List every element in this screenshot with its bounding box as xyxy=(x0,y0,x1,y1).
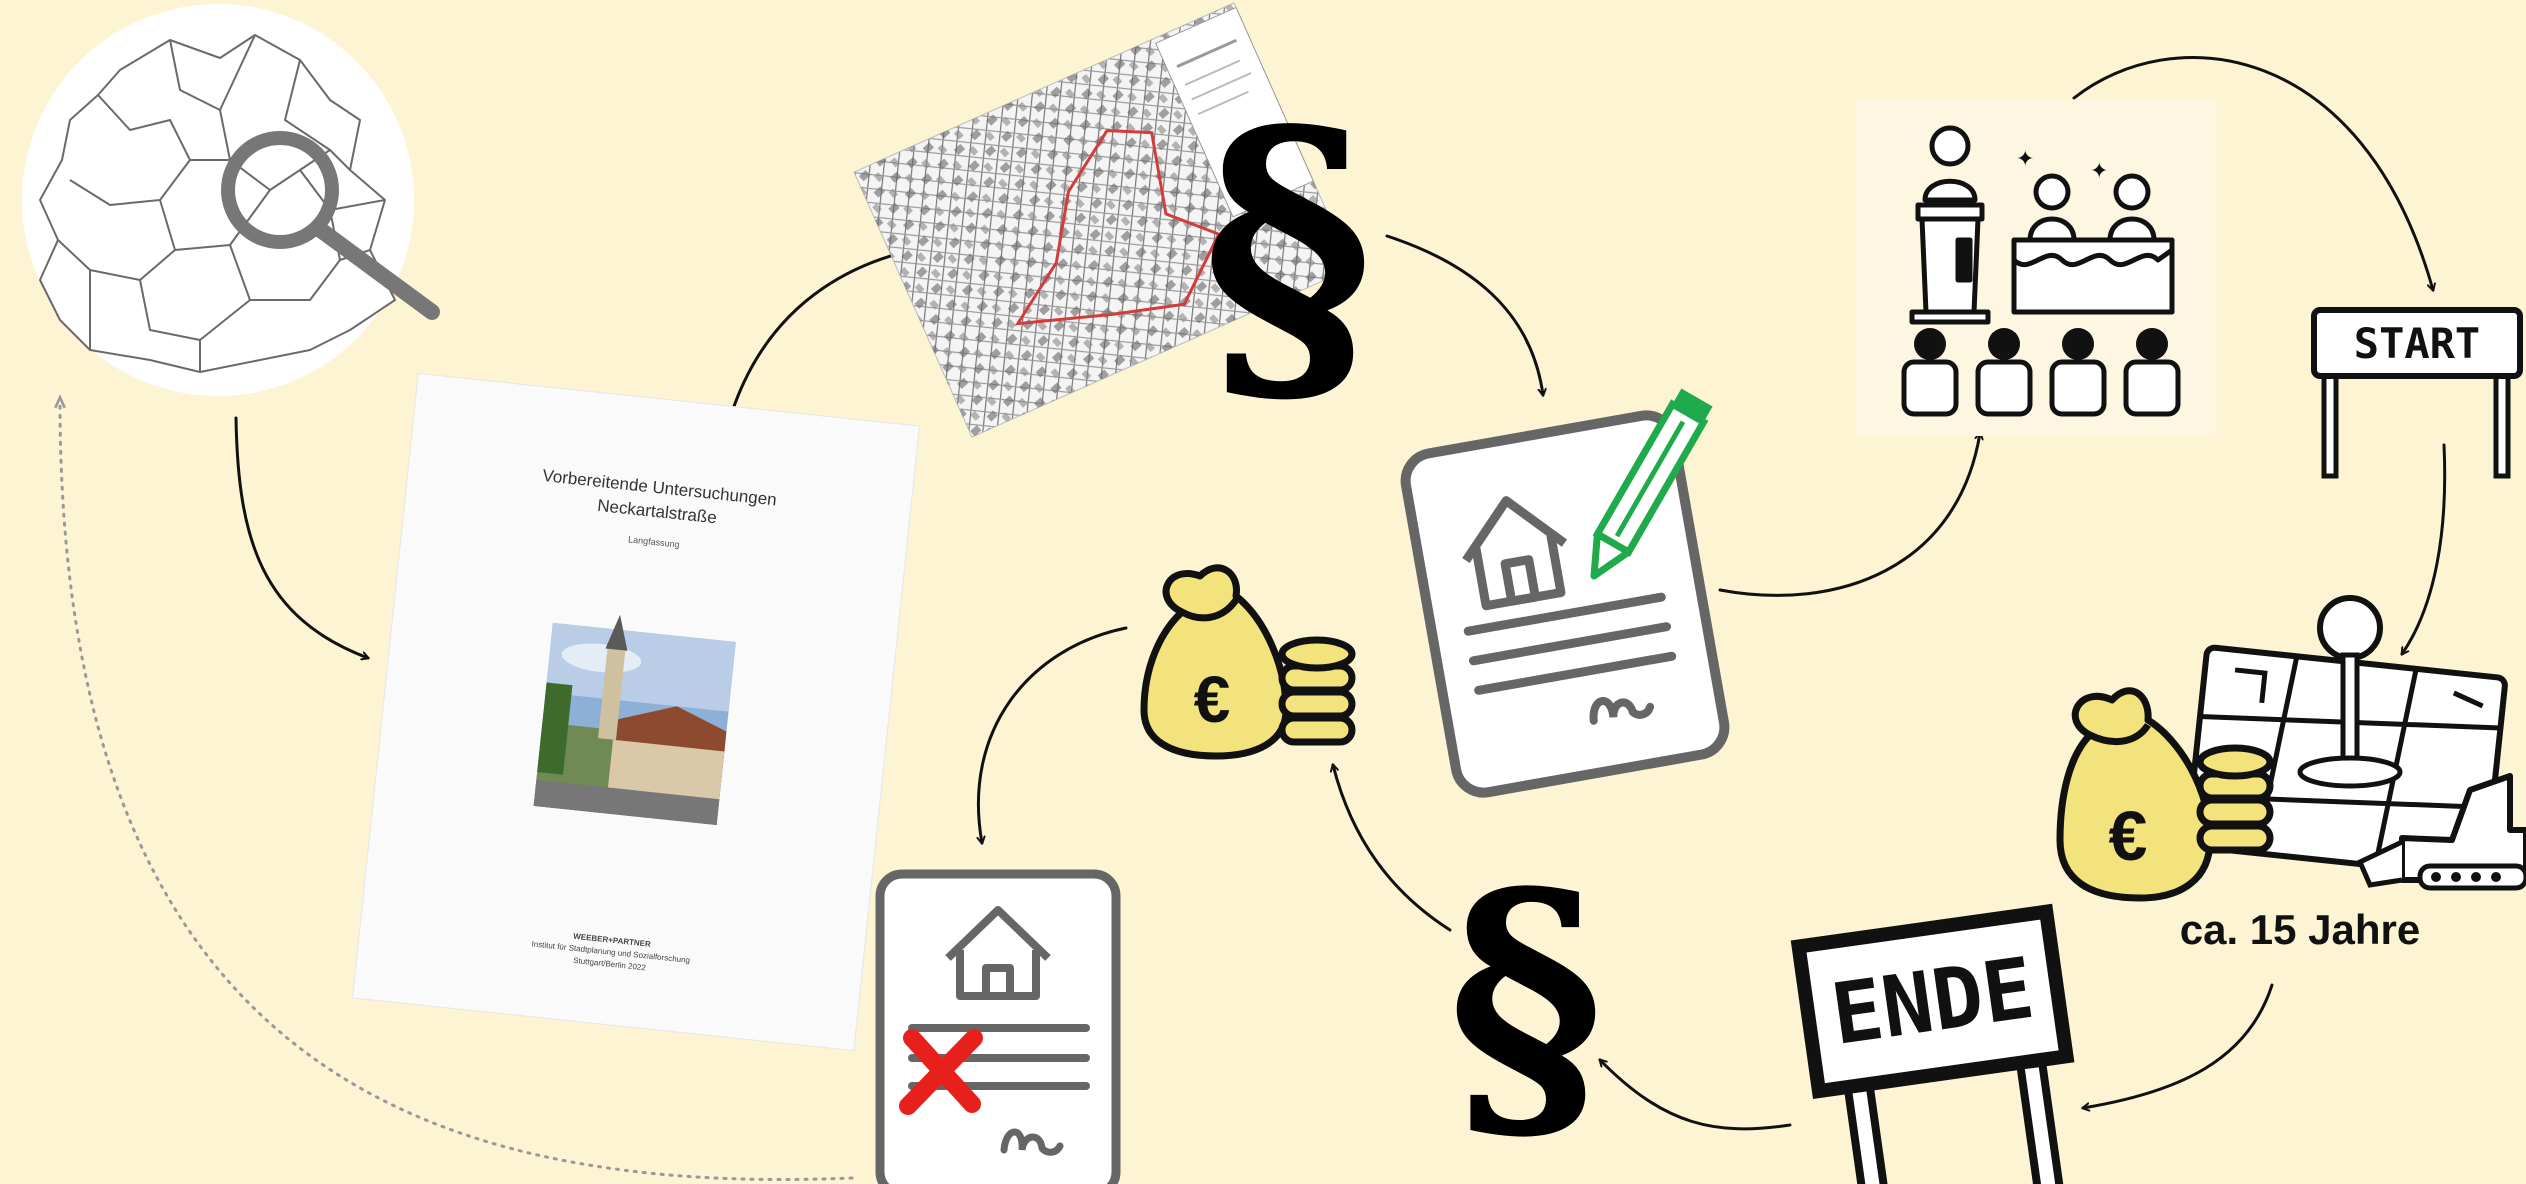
start-sign-label: START xyxy=(2354,319,2480,368)
magnifier-icon xyxy=(221,131,440,320)
statute-map: § xyxy=(853,2,1375,446)
euro-icon: € xyxy=(1194,662,1231,736)
meeting-icon: ✦ ✦ xyxy=(1856,100,2216,436)
sparkle-icon: ✦ xyxy=(2016,147,2034,172)
coins-icon xyxy=(2196,744,2274,854)
money-bag-icon: € xyxy=(1140,564,1290,760)
contract-cancelled xyxy=(875,869,1121,1184)
flow-arrows xyxy=(234,56,2447,1131)
map-pin-icon xyxy=(2297,595,2403,789)
funding-money: € xyxy=(1140,564,1356,760)
arrow-analysis-to-report xyxy=(234,416,368,658)
paragraph-icon: § xyxy=(1202,58,1375,446)
house-icon xyxy=(1462,496,1568,611)
house-icon xyxy=(945,906,1051,1000)
arrow-contract-to-meeting xyxy=(1718,433,1980,597)
start-sign: START xyxy=(2311,307,2523,479)
report-document: Vorbereitende Untersuchungen Neckartalst… xyxy=(352,372,920,1052)
pencil-icon xyxy=(1590,388,1713,580)
cross-icon xyxy=(899,1029,983,1115)
church-photo xyxy=(533,614,736,826)
money-bag-icon: € xyxy=(2056,687,2214,902)
arrow-money-to-contract-cancel xyxy=(978,626,1128,843)
end-sign: ENDE xyxy=(1790,903,2075,1184)
paragraph-icon: § xyxy=(1448,826,1605,1179)
arrow-statute-to-contract xyxy=(1385,234,1543,395)
arrow-end-to-statute xyxy=(1600,1060,1792,1131)
coins-icon xyxy=(1278,636,1356,746)
sparkle-icon: ✦ xyxy=(2090,159,2108,184)
dotted-return-arrow xyxy=(60,402,854,1182)
euro-icon: € xyxy=(2109,797,2148,875)
contract-signing xyxy=(1400,388,1730,798)
arrow-statute-to-money xyxy=(1333,765,1452,932)
arrow-meeting-to-start xyxy=(2072,56,2433,290)
arrow-funding-to-end xyxy=(2083,983,2274,1108)
funding-construction: € ca. 15 Jahre xyxy=(2056,595,2526,953)
arrow-start-to-funding xyxy=(2400,443,2447,654)
duration-label: ca. 15 Jahre xyxy=(2180,906,2421,953)
excavator-icon xyxy=(2356,773,2526,891)
district-analysis xyxy=(22,4,440,396)
